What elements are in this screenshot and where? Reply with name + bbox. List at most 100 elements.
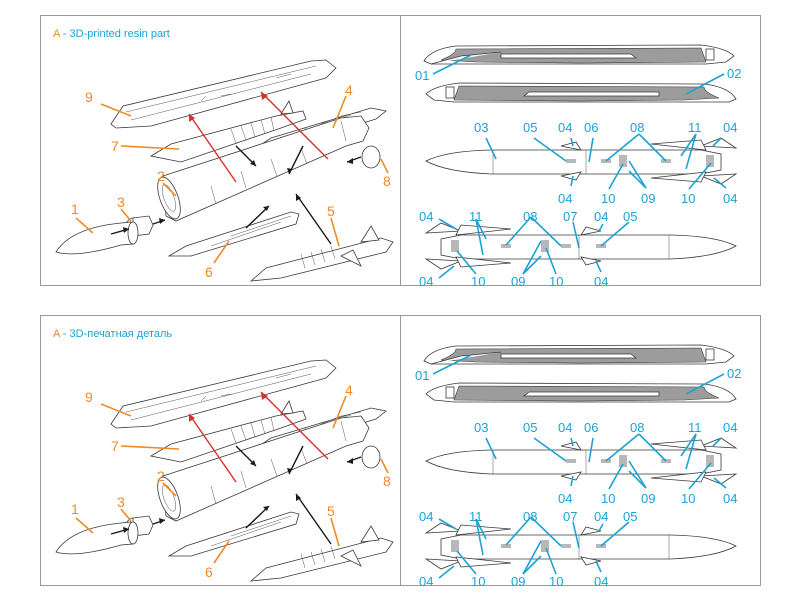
decal-label: 07 bbox=[563, 509, 577, 524]
decal-label: 10 bbox=[471, 274, 485, 286]
decal-placement-drawing: 01 02 03 05 04 06 08 11 04 04 10 09 10 0… bbox=[415, 344, 741, 586]
part-label-2: 2 bbox=[157, 168, 165, 184]
part-leader-lines bbox=[75, 395, 389, 564]
decal-label: 08 bbox=[630, 420, 644, 435]
part-label-1: 1 bbox=[71, 501, 79, 517]
part-9-fairing bbox=[110, 59, 337, 129]
decal-label: 05 bbox=[523, 120, 537, 135]
caption-text: - 3D-printed resin part bbox=[59, 28, 170, 40]
part-label-7: 7 bbox=[111, 138, 119, 154]
decal-label: 10 bbox=[601, 491, 615, 506]
decal-label: 11 bbox=[688, 120, 702, 135]
decal-panel-bottom: 01 02 03 05 04 06 08 11 04 04 10 09 10 0… bbox=[400, 315, 761, 586]
decal-leader-lines bbox=[432, 54, 727, 279]
decal-label: 04 bbox=[723, 120, 737, 135]
decal-label: 11 bbox=[688, 420, 702, 435]
decal-label: 06 bbox=[584, 120, 598, 135]
part-label-4: 4 bbox=[345, 382, 353, 398]
part-8-disc bbox=[361, 145, 381, 169]
top-view-upper bbox=[425, 437, 738, 485]
decal-label: 04 bbox=[594, 209, 608, 224]
decal-label: 06 bbox=[584, 420, 598, 435]
decal-label: 09 bbox=[641, 491, 655, 506]
decal-label: 05 bbox=[623, 209, 637, 224]
decal-label: 04 bbox=[558, 491, 572, 506]
part-2-main-body bbox=[157, 415, 370, 522]
red-arrow-2-to-9-right bbox=[260, 91, 329, 160]
decal-label: 04 bbox=[723, 191, 737, 206]
decal-label-01: 01 bbox=[415, 68, 429, 83]
decal-label: 04 bbox=[419, 509, 433, 524]
part-label-8: 8 bbox=[383, 473, 391, 489]
part-label-9: 9 bbox=[85, 389, 93, 405]
top-view-lower bbox=[424, 222, 737, 270]
part-5-fin-strake bbox=[249, 225, 394, 282]
decal-label: 10 bbox=[471, 574, 485, 586]
part-9-fairing bbox=[110, 359, 337, 429]
decal-label: 07 bbox=[563, 209, 577, 224]
part-7-fin-strake bbox=[149, 100, 307, 163]
caption-letter: A bbox=[53, 328, 60, 340]
top-view-upper bbox=[425, 137, 738, 185]
decal-label: 04 bbox=[558, 420, 572, 435]
decal-label: 03 bbox=[474, 420, 488, 435]
caption-letter: A bbox=[53, 28, 60, 40]
arrow-5-to-2 bbox=[295, 493, 332, 545]
assembly-arrows bbox=[110, 445, 362, 545]
decal-label: 10 bbox=[681, 491, 695, 506]
part-label-5: 5 bbox=[327, 503, 335, 519]
part-8-disc bbox=[361, 445, 381, 469]
side-view-left bbox=[423, 44, 735, 65]
panel-caption: A - 3D-printed resin part bbox=[53, 28, 170, 40]
decal-label: 04 bbox=[419, 274, 433, 286]
top-view-lower bbox=[424, 522, 737, 570]
arrow-5-to-2 bbox=[295, 193, 332, 245]
decal-label: 10 bbox=[601, 191, 615, 206]
decal-label: 04 bbox=[558, 191, 572, 206]
part-1-nose-cone bbox=[55, 221, 139, 255]
arrow-6-to-2 bbox=[245, 205, 270, 229]
decal-label: 04 bbox=[419, 209, 433, 224]
assembly-panel-russian: 1 2 3 4 5 6 7 8 9 A - 3D-печатная деталь bbox=[40, 315, 401, 586]
part-label-6: 6 bbox=[205, 264, 213, 280]
side-view-right bbox=[425, 82, 737, 103]
decal-label: 05 bbox=[523, 420, 537, 435]
part-1-nose-cone bbox=[55, 521, 139, 555]
decal-label: 09 bbox=[641, 191, 655, 206]
decal-label: 11 bbox=[469, 509, 483, 524]
part-label-9: 9 bbox=[85, 89, 93, 105]
decal-label: 09 bbox=[511, 274, 525, 286]
decal-label-02: 02 bbox=[727, 66, 741, 81]
decal-label: 04 bbox=[723, 420, 737, 435]
decal-label: 10 bbox=[681, 191, 695, 206]
attachment-arrows bbox=[188, 391, 329, 483]
decal-panel-top: 01 02 03 05 04 06 08 11 04 04 10 09 10 0… bbox=[400, 15, 761, 286]
part-label-1: 1 bbox=[71, 201, 79, 217]
decal-label: 10 bbox=[549, 274, 563, 286]
part-label-3: 3 bbox=[117, 494, 125, 510]
part-label-8: 8 bbox=[383, 173, 391, 189]
panel-caption: A - 3D-печатная деталь bbox=[53, 328, 172, 340]
caption-text: - 3D-печатная деталь bbox=[59, 328, 173, 340]
part-leader-lines bbox=[75, 95, 389, 264]
part-label-7: 7 bbox=[111, 438, 119, 454]
decal-label: 04 bbox=[594, 574, 608, 586]
decal-label-01: 01 bbox=[415, 368, 429, 383]
assembly-panel-english: 1 2 3 4 5 6 7 8 9 A - 3D-printed resin p… bbox=[40, 15, 401, 286]
decal-leader-lines bbox=[432, 354, 727, 579]
part-label-6: 6 bbox=[205, 564, 213, 580]
decal-label: 03 bbox=[474, 120, 488, 135]
decal-placement-drawing: 01 02 03 05 04 06 08 11 04 04 10 09 10 0… bbox=[415, 44, 741, 286]
assembly-drawing: 1 2 3 4 5 6 7 8 9 bbox=[55, 359, 394, 582]
red-arrow-2-to-9-right bbox=[260, 391, 329, 460]
red-arrow-2-to-9-left bbox=[188, 413, 237, 483]
part-5-fin-strake bbox=[249, 525, 394, 582]
decal-label: 04 bbox=[723, 491, 737, 506]
decal-label: 09 bbox=[511, 574, 525, 586]
assembly-drawing: 1 2 3 4 5 6 7 8 9 bbox=[55, 59, 394, 282]
decal-label: 04 bbox=[558, 120, 572, 135]
part-7-fin-strake bbox=[149, 400, 307, 463]
red-arrow-2-to-9-left bbox=[188, 113, 237, 183]
decal-label: 08 bbox=[630, 120, 644, 135]
attachment-arrows bbox=[188, 91, 329, 183]
